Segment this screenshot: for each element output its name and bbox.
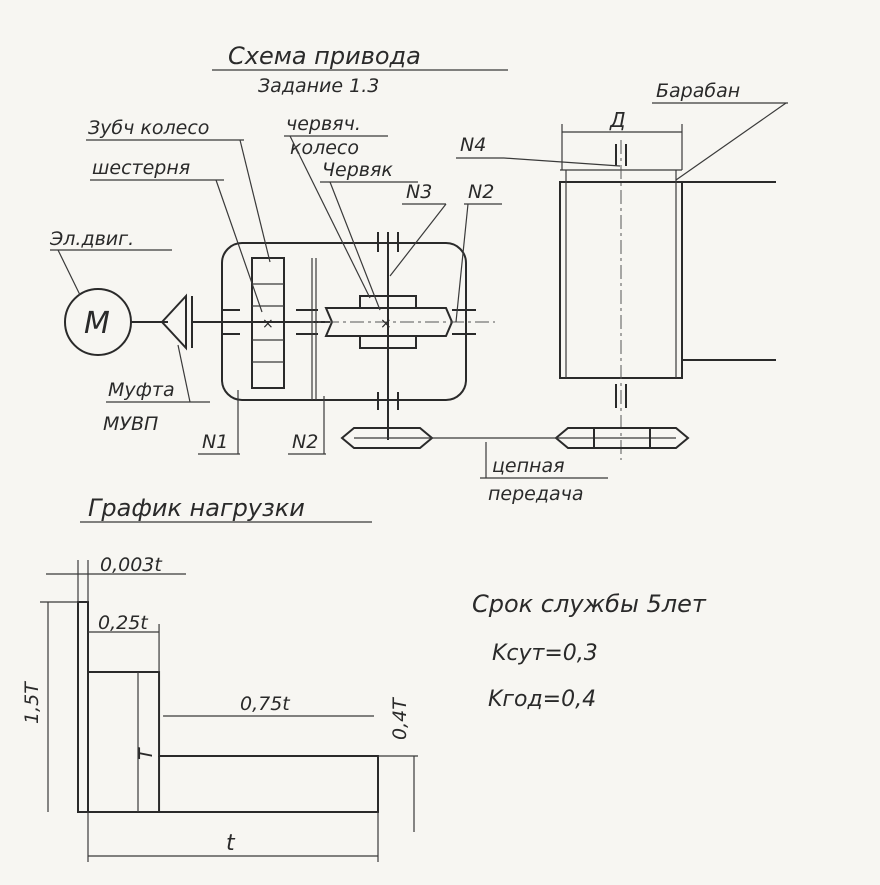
n2-top-label: N2 xyxy=(468,181,494,203)
worm-leader xyxy=(329,181,381,311)
dim-long-label: 0,75t xyxy=(240,693,291,715)
gear-wheel-leader xyxy=(239,139,271,263)
drum-diameter-label: Д xyxy=(609,108,626,132)
n3-label: N3 xyxy=(406,181,432,203)
gear-wheel xyxy=(251,257,285,389)
n2-bottom-label: N2 xyxy=(292,431,318,453)
motor-letter: M xyxy=(84,306,110,341)
n1-label: N1 xyxy=(202,431,228,453)
n4-leader xyxy=(503,157,621,167)
pinion-label: шестерня xyxy=(92,157,190,179)
drum-label: Барабан xyxy=(656,80,740,102)
drum-leader xyxy=(675,102,787,181)
page-subtitle: Задание 1.3 xyxy=(258,75,379,97)
dim-nominal-label: T xyxy=(135,747,157,760)
ksut-note: Kсут=0,3 xyxy=(492,641,598,666)
dim-peak-time-label: 0,25t xyxy=(98,612,149,634)
motor-label: Эл.двиг. xyxy=(49,228,134,250)
n4-label: N4 xyxy=(460,134,486,156)
driven-sprocket-hub xyxy=(593,427,651,449)
service-life-note: Срок службы 5лет xyxy=(472,590,707,618)
coupling-type-label: МУВП xyxy=(103,413,158,435)
dim-total-label: t xyxy=(226,831,236,856)
load-chart xyxy=(40,560,418,862)
motor-leader xyxy=(57,249,81,296)
chain-label-1: цепная xyxy=(492,455,565,477)
gear-center-mark: × xyxy=(262,316,274,332)
dim-peak-load-label: 1,5T xyxy=(21,681,43,724)
coupling-leader xyxy=(177,344,191,403)
gear-wheel-label: Зубч колесо xyxy=(88,117,209,139)
pinion-leader xyxy=(215,179,263,313)
driven-sprocket xyxy=(554,427,690,449)
worm-wheel-leader xyxy=(289,135,371,299)
page-title: Схема привода xyxy=(228,42,421,70)
n3-leader xyxy=(389,203,447,277)
dim-short-label: 0,003t xyxy=(100,554,163,576)
worm-wheel-label-1: червяч. xyxy=(286,113,361,135)
load-chart-title: График нагрузки xyxy=(88,494,305,522)
n2-top-leader xyxy=(455,203,469,323)
coupling-symbol xyxy=(160,293,187,351)
chain-label-2: передача xyxy=(488,483,584,505)
worm-wheel-label-2: колесо xyxy=(290,137,359,159)
kgod-note: Kгод=0,4 xyxy=(488,687,596,712)
worm-label: Червяк xyxy=(322,159,393,181)
dim-reduced-label: 0,4T xyxy=(389,697,411,740)
worm-center-mark: × xyxy=(380,316,392,332)
coupling-label: Муфта xyxy=(108,379,175,401)
